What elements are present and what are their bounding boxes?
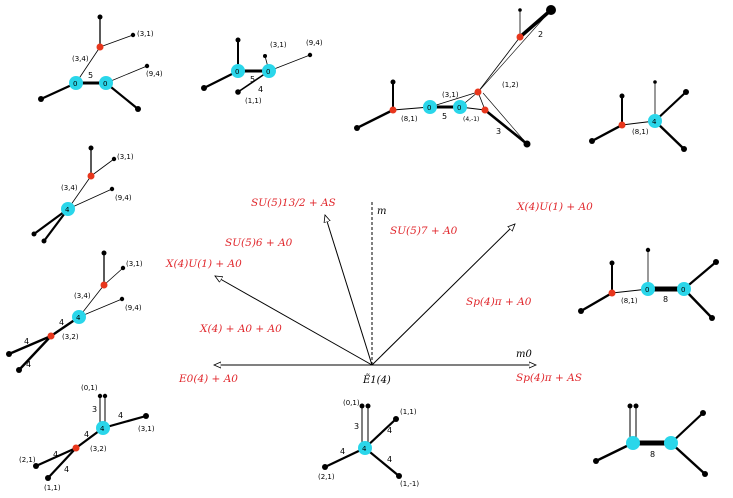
svg-text:4: 4 <box>64 465 69 474</box>
svg-text:0: 0 <box>681 286 685 294</box>
svg-text:(1,1): (1,1) <box>400 408 417 416</box>
svg-text:8: 8 <box>650 450 655 459</box>
svg-text:(1,1): (1,1) <box>245 97 262 105</box>
svg-text:(3,4): (3,4) <box>72 55 89 63</box>
svg-text:4: 4 <box>100 425 105 433</box>
svg-text:(2,1): (2,1) <box>318 473 335 481</box>
brane-web-1: 0 0 5 (3,1) (3,4) (9,4) <box>38 14 163 112</box>
svg-text:4: 4 <box>362 445 367 453</box>
svg-text:4: 4 <box>53 450 58 459</box>
svg-text:(8,1): (8,1) <box>401 115 418 123</box>
phase-diagram: m m0 Ẽ1(4) SU(5)13/2 + AS SU(5)7 + A0 SU… <box>165 197 593 386</box>
svg-text:4: 4 <box>258 85 263 94</box>
svg-text:0: 0 <box>457 104 461 112</box>
svg-text:(3,2): (3,2) <box>62 333 79 341</box>
svg-text:8: 8 <box>663 295 668 304</box>
phase-sp4-pi: Sp(4)π + A0 <box>466 296 532 308</box>
svg-text:(9,4): (9,4) <box>146 70 163 78</box>
brane-web-6: 4 (3,1) (3,4) (9,4) (3,2) 4 4 4 <box>6 250 143 373</box>
svg-text:(4,-1): (4,-1) <box>463 116 479 123</box>
svg-text:4: 4 <box>84 430 89 439</box>
phase-sp4-pi-as: Sp(4)π + AS <box>516 372 582 384</box>
svg-text:(3,4): (3,4) <box>74 292 91 300</box>
svg-text:4: 4 <box>24 337 29 346</box>
svg-text:(2,1): (2,1) <box>19 456 36 464</box>
brane-web-5: 4 (3,1) (3,4) (9,4) <box>31 145 134 244</box>
gauge-node <box>69 76 83 90</box>
svg-text:3: 3 <box>92 405 97 414</box>
origin-label: Ẽ1(4) <box>362 374 391 386</box>
svg-text:5: 5 <box>442 112 447 121</box>
brane-web-7: 0 0 8 (8,1) <box>578 247 719 321</box>
ray-x-u1-left <box>215 276 373 366</box>
svg-text:3: 3 <box>496 127 501 136</box>
svg-text:(1,2): (1,2) <box>502 81 519 89</box>
svg-text:2: 2 <box>538 30 543 39</box>
phase-su5-13-2: SU(5)13/2 + AS <box>251 197 336 209</box>
svg-text:3: 3 <box>354 422 359 431</box>
brane-web-8: 4 (0,1) (3,1) (3,2) (2,1) (1,1) 3 4 4 4 … <box>19 384 155 492</box>
svg-text:(8,1): (8,1) <box>632 128 649 136</box>
svg-text:0: 0 <box>266 68 270 76</box>
gauge-node <box>99 76 113 90</box>
svg-text:(3,1): (3,1) <box>126 260 143 268</box>
svg-text:4: 4 <box>59 318 64 327</box>
svg-text:0: 0 <box>645 286 649 294</box>
svg-text:(3,1): (3,1) <box>442 91 459 99</box>
phase-x4-a0-a0: X(4) + A0 + A0 <box>199 323 282 335</box>
svg-text:0: 0 <box>235 68 239 76</box>
svg-text:4: 4 <box>340 447 345 456</box>
svg-text:(1,-1): (1,-1) <box>400 480 419 488</box>
axis-m-label: m <box>377 206 386 217</box>
svg-text:0: 0 <box>73 80 77 88</box>
svg-text:(1,1): (1,1) <box>44 484 61 492</box>
svg-text:(0,1): (0,1) <box>343 399 360 407</box>
svg-text:4: 4 <box>65 206 70 214</box>
brane-web-2: 0 0 5 4 (3,1) (9,4) (1,1) <box>201 37 323 105</box>
ray-x-u1-right <box>371 224 515 366</box>
svg-text:(3,4): (3,4) <box>61 184 78 192</box>
svg-text:5: 5 <box>250 75 255 84</box>
svg-text:4: 4 <box>652 118 657 126</box>
svg-text:(9,4): (9,4) <box>306 39 323 47</box>
phase-x-u1-right: X(4)U(1) + A0 <box>516 201 593 213</box>
brane-web-3: 0 0 5 2 3 (3,1) (1,2) (8,1) (4,-1) <box>354 5 556 148</box>
svg-text:(9,4): (9,4) <box>125 304 142 312</box>
phase-su5-6: SU(5)6 + A0 <box>225 237 293 249</box>
svg-text:(8,1): (8,1) <box>621 297 638 305</box>
svg-text:4: 4 <box>26 360 31 369</box>
brane-web-10: 8 <box>593 403 708 477</box>
vertex-red <box>96 43 104 51</box>
svg-text:4: 4 <box>387 426 392 435</box>
svg-text:(3,1): (3,1) <box>270 41 287 49</box>
svg-text:(3,1): (3,1) <box>117 153 134 161</box>
phase-x-u1-left: X(4)U(1) + A0 <box>165 258 242 270</box>
svg-text:0: 0 <box>103 80 107 88</box>
svg-text:4: 4 <box>118 411 123 420</box>
svg-text:(3,2): (3,2) <box>90 445 107 453</box>
ray-su5-13-2 <box>325 215 373 366</box>
svg-text:(3,1): (3,1) <box>137 30 154 38</box>
phase-su5-7: SU(5)7 + A0 <box>390 225 458 237</box>
brane-web-9: 4 (0,1) (1,1) (2,1) (1,-1) 3 4 4 4 <box>318 399 419 488</box>
axis-m0-label: m0 <box>516 349 532 360</box>
svg-text:4: 4 <box>76 314 81 322</box>
svg-text:(0,1): (0,1) <box>81 384 98 392</box>
svg-text:5: 5 <box>88 71 93 80</box>
brane-web-4: 4 (8,1) <box>589 80 689 152</box>
svg-text:0: 0 <box>427 104 431 112</box>
svg-text:(3,1): (3,1) <box>138 425 155 433</box>
svg-text:4: 4 <box>387 455 392 464</box>
svg-text:(9,4): (9,4) <box>115 194 132 202</box>
phase-e0: E0(4) + A0 <box>178 373 238 385</box>
